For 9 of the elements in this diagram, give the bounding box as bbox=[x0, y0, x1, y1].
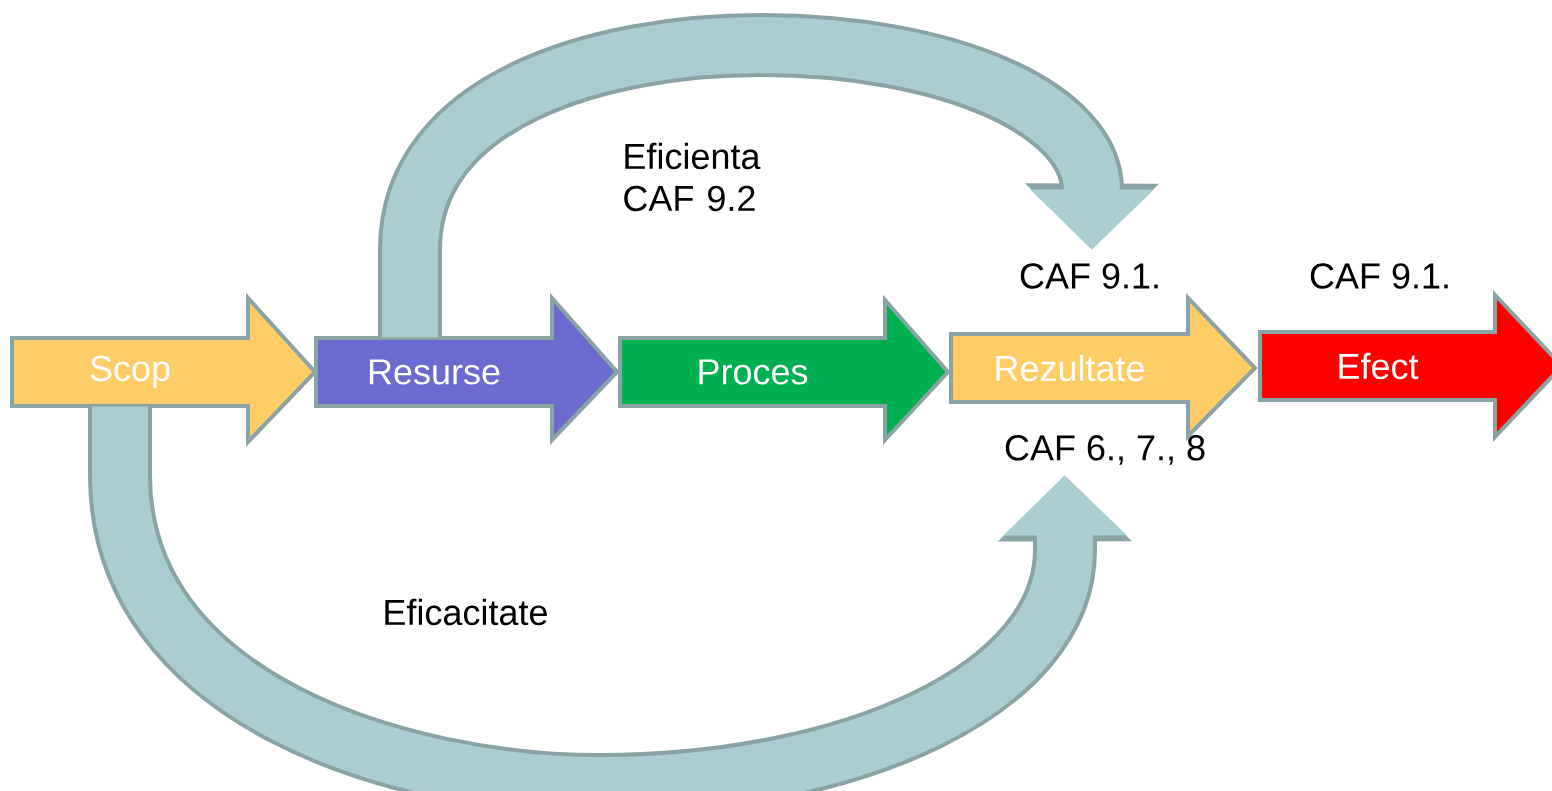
caf-label: CAF 9.1. bbox=[1020, 263, 1158, 289]
caf-label: CAF 9.1. bbox=[1310, 263, 1448, 289]
step-box: Resurse bbox=[314, 292, 620, 445]
step-box: Proces bbox=[618, 294, 951, 446]
step-box: Efect bbox=[1258, 289, 1552, 443]
edge-label: Eficacitate bbox=[385, 598, 547, 626]
curved-arrow bbox=[378, 13, 1160, 338]
edge-label: Eficienta CAF 9.2 bbox=[624, 142, 761, 212]
step-box: Scop bbox=[10, 292, 318, 447]
